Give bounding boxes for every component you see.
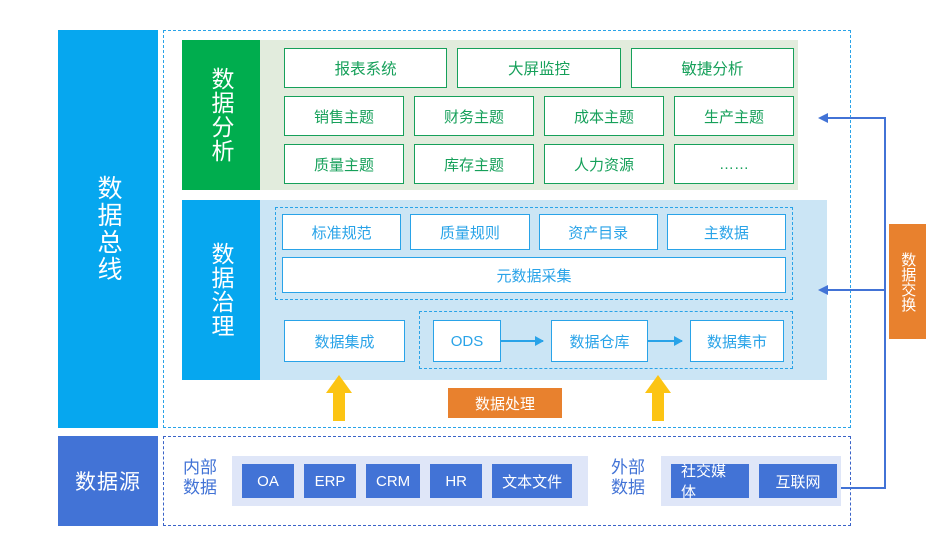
data-processing-label: 数据处理 [448,388,562,418]
internal-source-list: OA ERP CRM HR 文本文件 [232,456,588,506]
governance-label-text: 数据治理 [208,242,235,338]
source-item-crm[interactable]: CRM [366,464,421,498]
analysis-section-label: 数据分析 [182,40,260,190]
source-item-social-media[interactable]: 社交媒体 [671,463,749,501]
data-source-bar: 数据源 [58,436,158,526]
analysis-box[interactable]: 敏捷分析 [630,48,794,88]
analysis-box[interactable]: 财务主题 [414,96,534,136]
data-exchange-text: 数据交换 [899,251,917,312]
analysis-row-3: 质量主题 库存主题 人力资源 …… [284,144,794,184]
analysis-box[interactable]: 库存主题 [414,144,534,184]
external-source-list: 社交媒体 互联网 [661,456,841,506]
data-bus-label: 数据总线 [94,175,122,283]
analysis-box[interactable]: 生产主题 [674,96,794,136]
source-item-erp[interactable]: ERP [304,464,356,498]
exchange-connector-to-governance [822,289,884,291]
source-frame [163,436,851,526]
governance-box[interactable]: 资产目录 [538,214,658,250]
data-exchange-label: 数据交换 [889,224,926,339]
governance-row-1: 标准规范 质量规则 资产目录 主数据 [282,214,786,250]
internal-data-label-line2: 数据 [183,478,217,498]
data-source-label: 数据源 [75,471,141,494]
external-data-label-line2: 数据 [611,478,645,498]
source-item-internet[interactable]: 互联网 [759,464,837,498]
exchange-connector-line [884,117,886,489]
source-item-hr[interactable]: HR [430,464,483,498]
governance-section-label: 数据治理 [182,200,260,380]
analysis-box[interactable]: 质量主题 [284,144,404,184]
ods-box[interactable]: ODS [433,320,501,362]
internal-data-label: 内部 数据 [176,458,224,498]
metadata-collection-box[interactable]: 元数据采集 [282,257,786,293]
governance-box[interactable]: 主数据 [666,214,786,250]
governance-box[interactable]: 标准规范 [282,214,402,250]
governance-box[interactable]: 质量规则 [410,214,530,250]
analysis-box[interactable]: 销售主题 [284,96,404,136]
analysis-box[interactable]: 人力资源 [544,144,664,184]
external-data-label-line1: 外部 [611,458,645,477]
analysis-box-more[interactable]: …… [674,144,794,184]
up-arrow-icon [645,375,671,421]
data-integration-box[interactable]: 数据集成 [284,320,405,362]
analysis-box[interactable]: 报表系统 [284,48,448,88]
internal-data-label-line1: 内部 [183,458,217,477]
arrowhead-icon [818,285,828,295]
flow-arrow-icon [501,336,544,346]
source-item-text-file[interactable]: 文本文件 [492,464,573,498]
analysis-box[interactable]: 成本主题 [544,96,664,136]
up-arrow-icon [326,375,352,421]
data-bus-bar: 数据总线 [58,30,158,428]
platform-frame [163,30,851,428]
source-item-oa[interactable]: OA [242,464,294,498]
governance-assets-group: 标准规范 质量规则 资产目录 主数据 元数据采集 [275,207,793,300]
analysis-label-text: 数据分析 [208,67,235,163]
data-mart-box[interactable]: 数据集市 [690,320,784,362]
analysis-box[interactable]: 大屏监控 [457,48,621,88]
exchange-connector-to-source [822,487,884,489]
governance-row-2: 元数据采集 [282,257,786,293]
exchange-connector-to-analysis [822,117,884,119]
data-warehouse-box[interactable]: 数据仓库 [551,320,648,362]
analysis-row-2: 销售主题 财务主题 成本主题 生产主题 [284,96,794,136]
warehouse-flow-group [419,311,793,369]
arrowhead-icon [818,113,828,123]
analysis-row-1: 报表系统 大屏监控 敏捷分析 [284,48,794,88]
flow-arrow-icon [648,336,683,346]
analysis-box-grid: 报表系统 大屏监控 敏捷分析 销售主题 财务主题 成本主题 生产主题 质量主题 … [284,48,794,184]
external-data-label: 外部 数据 [604,458,652,498]
